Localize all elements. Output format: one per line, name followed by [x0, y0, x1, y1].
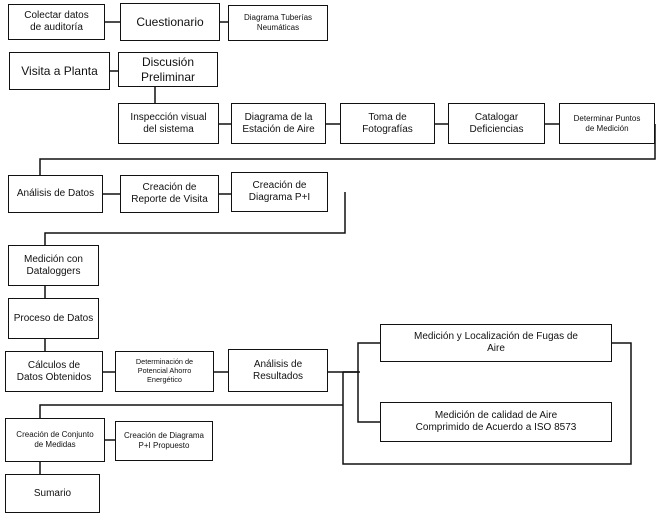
node-calidad-aire: Medición de calidad de Aire Comprimido d… — [380, 402, 612, 442]
node-colectar-datos: Colectar datos de auditoría — [8, 4, 105, 40]
node-analisis-resultados: Análisis de Resultados — [228, 349, 328, 392]
node-visita-planta: Visita a Planta — [9, 52, 110, 90]
node-discusion-preliminar: Discusión Preliminar — [118, 52, 218, 87]
connector-to-calidad — [357, 372, 380, 423]
node-catalogar-deficiencias: Catalogar Deficiencias — [448, 103, 545, 144]
node-analisis-datos: Análisis de Datos — [8, 175, 103, 213]
connector-pi-medicion — [44, 192, 346, 245]
node-diagrama-tuberias: Diagrama Tuberías Neumáticas — [228, 5, 328, 41]
node-proceso-datos: Proceso de Datos — [8, 298, 99, 339]
node-medicion-dataloggers: Medición con Dataloggers — [8, 245, 99, 286]
node-cuestionario: Cuestionario — [120, 3, 220, 41]
node-diagrama-pi: Creación de Diagrama P+I — [231, 172, 328, 212]
node-calculos-datos: Cálculos de Datos Obtenidos — [5, 351, 103, 392]
node-diagrama-pi-propuesto: Creación de Diagrama P+I Propuesto — [115, 421, 213, 461]
connector-to-fugas — [343, 342, 380, 373]
node-reporte-visita: Creación de Reporte de Visita — [120, 175, 219, 213]
node-inspeccion-visual: Inspección visual del sistema — [118, 103, 219, 144]
connector-fugas-right — [342, 342, 632, 465]
connector-puntos-analisis — [39, 124, 656, 175]
connector-branch-conjunto — [39, 404, 343, 418]
node-potencial-ahorro: Determinación de Potencial Ahorro Energé… — [115, 351, 214, 392]
node-sumario: Sumario — [5, 474, 100, 513]
node-conjunto-medidas: Creación de Conjunto de Medidas — [5, 418, 105, 462]
node-determinar-puntos: Determinar Puntos de Medición — [559, 103, 655, 144]
node-fugas-aire: Medición y Localización de Fugas de Aire — [380, 324, 612, 362]
node-diagrama-estacion: Diagrama de la Estación de Aire — [231, 103, 326, 144]
node-toma-fotografias: Toma de Fotografías — [340, 103, 435, 144]
